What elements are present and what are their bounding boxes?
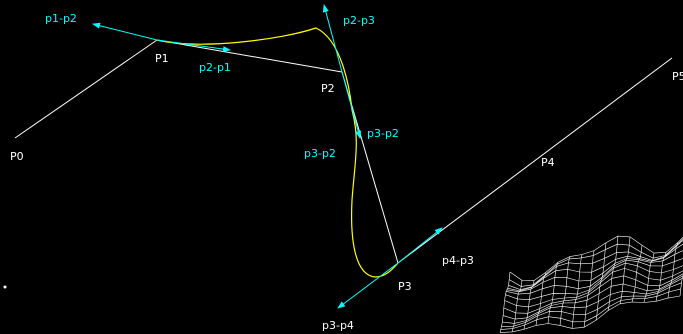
- terrain-row-line: [499, 295, 681, 333]
- label-p3-p2-right: p3-p2: [367, 127, 399, 140]
- terrain-column-line: [583, 250, 595, 328]
- terrain-column-line: [607, 236, 619, 311]
- terrain-row-line: [508, 239, 683, 291]
- tangent-p3-p4-arrow: [337, 262, 399, 309]
- terrain-column-line: [655, 252, 667, 302]
- label-p2-p3: p2-p3: [343, 14, 375, 27]
- marker-dot: [3, 285, 7, 289]
- segment-p0-p1: [14, 39, 158, 139]
- terrain-column-line: [619, 236, 631, 304]
- segment-p1-p2: [156, 39, 343, 73]
- label-p5: P5: [672, 70, 683, 83]
- terrain-wireframe: [499, 235, 683, 333]
- terrain-column-line: [523, 280, 535, 330]
- tangent-vectors: [92, 4, 443, 309]
- terrain-column-line: [535, 272, 547, 326]
- terrain-row-line: [509, 238, 683, 287]
- label-p4-p3: p4-p3: [442, 254, 474, 267]
- label-p0: P0: [10, 150, 24, 163]
- terrain-column-line: [643, 253, 655, 303]
- terrain-column-line: [631, 245, 643, 303]
- tangent-p1-p2-arrow: [92, 22, 158, 41]
- tangent-p2-p1-arrow: [156, 39, 231, 53]
- label-p2: P2: [321, 82, 335, 95]
- terrain-column-line: [511, 280, 523, 332]
- label-p3: P3: [398, 280, 412, 293]
- terrain-column-line: [667, 242, 679, 299]
- terrain-row-line: [505, 262, 683, 301]
- terrain-column-line: [547, 262, 559, 324]
- tangent-p3-p2-arrow: [341, 71, 362, 139]
- terrain-row-line: [503, 273, 683, 314]
- terrain-row-line: [501, 282, 682, 327]
- label-p3-p4: p3-p4: [322, 319, 354, 332]
- terrain-row-line: [502, 278, 683, 324]
- terrain-column-line: [499, 271, 511, 333]
- label-p3-p2-left: p3-p2: [304, 147, 336, 160]
- terrain-row-line: [509, 235, 683, 281]
- terrain-row-line: [506, 250, 683, 293]
- terrain-row-line: [507, 243, 683, 292]
- segment-p3-p5: [397, 57, 673, 264]
- terrain-row-line: [500, 288, 681, 330]
- terrain-column-line: [679, 274, 683, 297]
- terrain-row-line: [506, 258, 683, 295]
- tangent-p2-p3-arrow: [322, 4, 343, 73]
- label-p2-p1: p2-p1: [199, 61, 231, 74]
- terrain-column-line: [559, 256, 571, 326]
- control-polygon: [14, 39, 673, 264]
- label-p1-p2: p1-p2: [45, 12, 77, 25]
- terrain-column-line: [571, 254, 583, 329]
- terrain-row-line: [503, 275, 683, 320]
- terrain-column-line: [595, 242, 607, 321]
- label-p1: P1: [155, 52, 169, 65]
- terrain-row-line: [504, 268, 683, 308]
- label-p4: P4: [541, 156, 555, 169]
- tangent-p4-p3-arrow: [397, 227, 443, 264]
- spline-curve: [156, 27, 399, 278]
